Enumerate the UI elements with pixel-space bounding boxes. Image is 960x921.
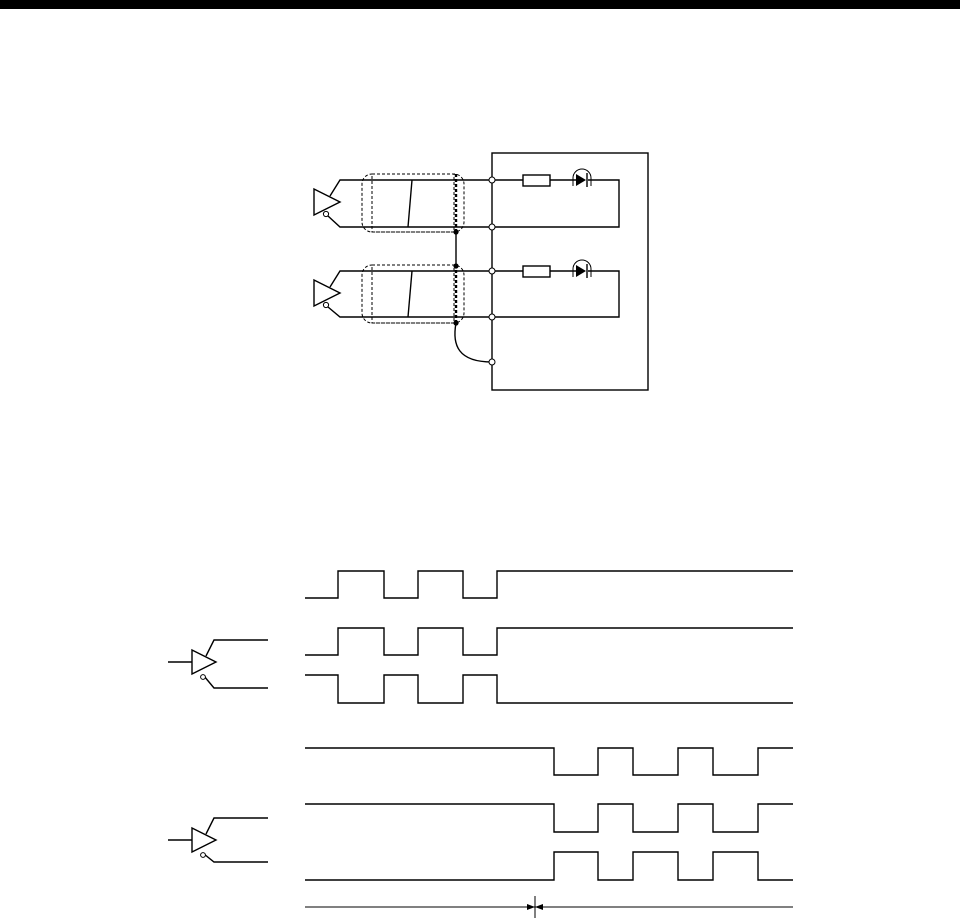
waveform-lower-out-neg — [305, 852, 793, 880]
driver-1-inversion-bubble — [323, 211, 328, 216]
shield-ground-lead — [455, 323, 492, 362]
ch2-cable-shield — [362, 265, 464, 323]
channel-2 — [314, 260, 619, 323]
timing-driver-lower-icon — [192, 828, 216, 852]
waveform-upper-out-neg — [305, 675, 793, 703]
ch1-led-icon — [576, 174, 586, 186]
ch2-photocoupler — [573, 260, 591, 277]
ch1-return-wire — [328, 216, 492, 227]
ch1-twist — [408, 180, 412, 227]
ch2-twist — [408, 271, 412, 317]
timing-driver-lower — [168, 818, 268, 862]
ch1-cable-shield — [362, 174, 464, 232]
ch1-photocoupler — [573, 169, 591, 186]
ch1-terminal-b — [489, 224, 495, 230]
ch2-led-icon — [576, 265, 586, 277]
driver-2-inversion-bubble — [323, 302, 328, 307]
waveform-lower-out-pos — [305, 804, 793, 832]
timing-boundary-marker — [305, 896, 793, 918]
ch2-cable-shield-inner — [372, 265, 454, 323]
ch1-cable-shield-inner — [372, 174, 454, 232]
waveform-upper-input — [305, 571, 793, 598]
shield-ground-terminal — [489, 359, 495, 365]
ch2-return-wire — [328, 307, 492, 317]
ch2-resistor — [523, 266, 550, 277]
ch2-terminal-a — [489, 268, 495, 274]
timing-driver-upper-icon — [192, 650, 216, 674]
ch1-terminal-a — [489, 177, 495, 183]
waveform-lower-input — [305, 748, 793, 775]
waveform-upper-out-pos — [305, 628, 793, 655]
ch2-terminal-b — [489, 314, 495, 320]
timing-driver-upper — [168, 640, 268, 688]
ch1-resistor — [523, 175, 550, 186]
channel-1 — [314, 169, 619, 232]
